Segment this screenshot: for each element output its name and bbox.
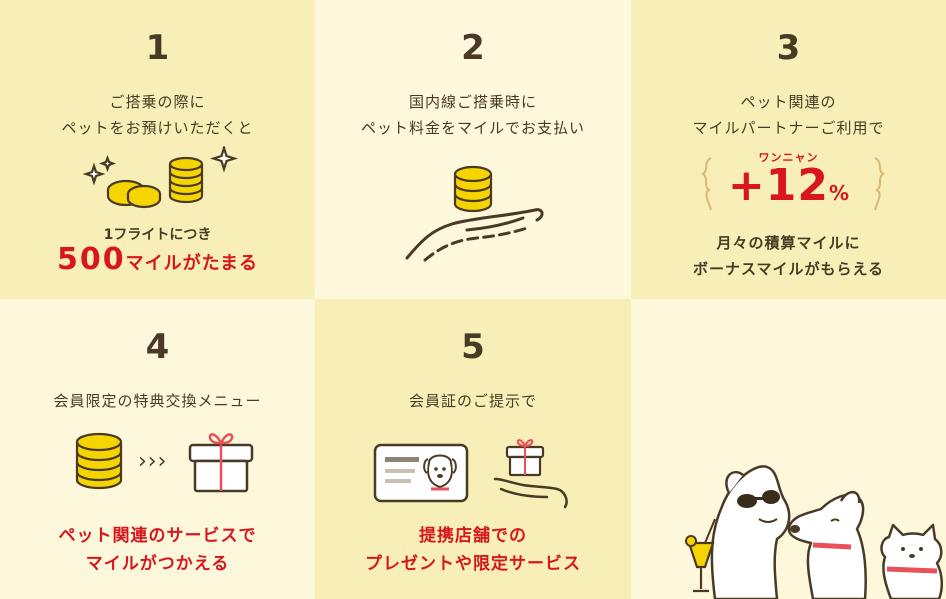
benefit-1-number: 1 xyxy=(145,28,170,68)
benefit-5-foot: 提携店舗での プレゼントや限定サービス xyxy=(315,522,631,578)
bonus-number: +12 xyxy=(727,160,830,211)
benefit-1: 1 ご搭乗の際に ペットをお預けいただくと 1フライトにつき 500マイルがたま… xyxy=(0,0,315,299)
benefit-1-highlight: 500マイルがたまる xyxy=(0,242,315,277)
benefit-3-number: 3 xyxy=(776,28,801,68)
bonus-ruby: ワンニャン xyxy=(758,151,819,164)
benefit-3: 3 ペット関連の マイルパートナーご利用で ワンニャン +12% 月々の積算マイ… xyxy=(631,0,946,299)
member-card-icon xyxy=(373,443,469,503)
benefit-4-foot1: ペット関連のサービスで xyxy=(58,526,257,546)
pets-illustration-cell xyxy=(631,299,946,599)
benefit-3-foot2: ボーナスマイルがもらえる xyxy=(692,260,885,278)
bracket-right-icon xyxy=(874,157,885,211)
benefit-1-line2: ペットをお預けいただくと xyxy=(61,119,254,137)
coins-icon xyxy=(82,146,239,209)
small-dog xyxy=(880,523,943,599)
benefit-5-number: 5 xyxy=(461,327,485,367)
bonus-unit: % xyxy=(829,181,850,205)
benefit-5-foot1: 提携店舗での xyxy=(419,526,527,546)
bracket-left-icon xyxy=(701,157,712,211)
benefit-2-line1: 国内線ご搭乗時に xyxy=(408,93,537,111)
benefit-2: 2 国内線ご搭乗時に ペット料金をマイルでお支払い xyxy=(315,0,631,299)
benefit-4-text: 会員限定の特典交換メニュー xyxy=(0,388,315,414)
benefit-5-line1: 会員証のご提示で xyxy=(408,392,537,410)
hand-gift-icon xyxy=(493,439,568,509)
benefit-4-foot2: マイルがつかえる xyxy=(85,554,230,574)
benefit-1-sub: 1フライトにつき xyxy=(103,227,212,243)
benefit-3-foot: 月々の積算マイルに ボーナスマイルがもらえる xyxy=(631,230,946,282)
sunglasses xyxy=(737,490,780,508)
benefit-2-line2: ペット料金をマイルでお支払い xyxy=(360,119,585,137)
benefit-3-line1: ペット関連の xyxy=(740,93,837,111)
hand-coins-icon xyxy=(405,165,544,262)
benefit-5: 5 会員証のご提示で xyxy=(315,299,631,599)
benefit-3-text: ペット関連の マイルパートナーご利用で xyxy=(631,89,946,141)
benefit-5-text: 会員証のご提示で xyxy=(315,388,631,414)
benefit-2-number: 2 xyxy=(461,28,485,68)
benefit-3-line2: マイルパートナーご利用で xyxy=(692,119,885,137)
benefit-3-foot1: 月々の積算マイルに xyxy=(716,234,861,252)
coin-stack-icon xyxy=(75,432,123,490)
pets-illustration xyxy=(685,465,943,599)
gift-box-icon xyxy=(188,433,254,493)
benefit-2-text: 国内線ご搭乗時に ペット料金をマイルでお支払い xyxy=(315,89,631,141)
benefit-1-text: ご搭乗の際に ペットをお預けいただくと xyxy=(0,89,315,141)
benefit-4-foot: ペット関連のサービスで マイルがつかえる xyxy=(0,522,315,578)
highlight-number: 500 xyxy=(56,242,126,277)
exchange-arrows: ››› xyxy=(138,449,168,474)
benefit-1-line1: ご搭乗の際に xyxy=(109,93,206,111)
benefit-4-number: 4 xyxy=(145,327,170,367)
big-dog xyxy=(710,465,791,599)
cocktail-glass xyxy=(685,518,716,593)
bonus-value: +12% xyxy=(631,160,946,211)
benefit-5-foot2: プレゼントや限定サービス xyxy=(365,554,581,574)
highlight-text: マイルがたまる xyxy=(125,253,259,274)
benefit-4: 4 会員限定の特典交換メニュー ››› ペット関連のサービスで マイルがつか xyxy=(0,299,315,599)
benefit-4-line1: 会員限定の特典交換メニュー xyxy=(53,392,262,410)
